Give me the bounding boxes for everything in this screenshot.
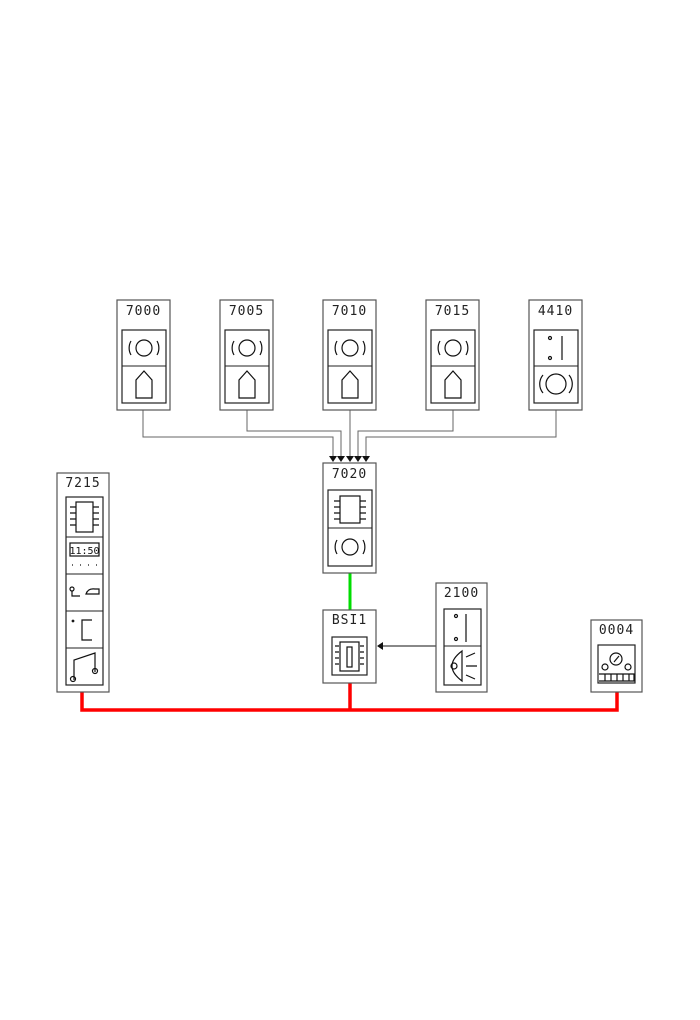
module-label: 2100 xyxy=(444,586,479,601)
clock-display-icon: 11:50 xyxy=(69,542,100,566)
module-label: 0004 xyxy=(599,623,634,638)
module-7015[interactable]: 7015 xyxy=(425,299,480,411)
module-label: 7000 xyxy=(126,304,161,319)
tag-icon xyxy=(135,370,153,399)
module-2100[interactable]: 2100 xyxy=(435,582,488,693)
wheel-speed-sensor-icon xyxy=(231,339,263,357)
headlamp-icon xyxy=(450,649,477,683)
module-0004[interactable]: 0004 xyxy=(590,619,643,693)
bracket-icon xyxy=(71,619,92,641)
sensor-wires xyxy=(142,410,557,464)
module-label: 4410 xyxy=(538,304,573,319)
module-7000[interactable]: 7000 xyxy=(116,299,171,411)
module-7020[interactable]: 7020 xyxy=(322,462,377,574)
wheel-speed-sensor-icon xyxy=(334,538,366,556)
music-note-icon xyxy=(69,652,99,683)
module-7215[interactable]: 7215 11:50 xyxy=(56,472,110,693)
module-4410[interactable]: 4410 xyxy=(528,299,583,411)
switch-icon xyxy=(547,335,563,361)
module-label: 7015 xyxy=(435,304,470,319)
module-bsi1[interactable]: BSI1 xyxy=(322,609,377,684)
tag-icon xyxy=(341,370,359,399)
wire-7000 xyxy=(142,410,337,462)
key-car-icon xyxy=(69,586,100,597)
clock-display-text: 11:50 xyxy=(69,546,99,557)
ecu-chip-icon xyxy=(70,501,99,533)
can-bus-red xyxy=(80,683,619,712)
wire-7005 xyxy=(246,410,345,462)
module-label: BSI1 xyxy=(332,613,367,628)
fuse-box-icon xyxy=(335,641,364,672)
switch-icon xyxy=(453,613,467,642)
module-7005[interactable]: 7005 xyxy=(219,299,274,411)
brake-icon xyxy=(539,373,573,395)
tag-icon xyxy=(238,370,256,399)
wire-4410 xyxy=(362,410,557,462)
ecu-chip-icon xyxy=(334,495,366,524)
wheel-speed-sensor-icon xyxy=(334,339,366,357)
module-7010[interactable]: 7010 xyxy=(322,299,377,411)
tag-icon xyxy=(444,370,462,399)
module-label: 7020 xyxy=(332,467,367,482)
instrument-panel-icon xyxy=(597,644,636,684)
module-label: 7215 xyxy=(65,476,100,491)
wheel-speed-sensor-icon xyxy=(437,339,469,357)
wire-7015 xyxy=(354,410,454,462)
module-label: 7005 xyxy=(229,304,264,319)
wheel-speed-sensor-icon xyxy=(128,339,160,357)
module-label: 7010 xyxy=(332,304,367,319)
